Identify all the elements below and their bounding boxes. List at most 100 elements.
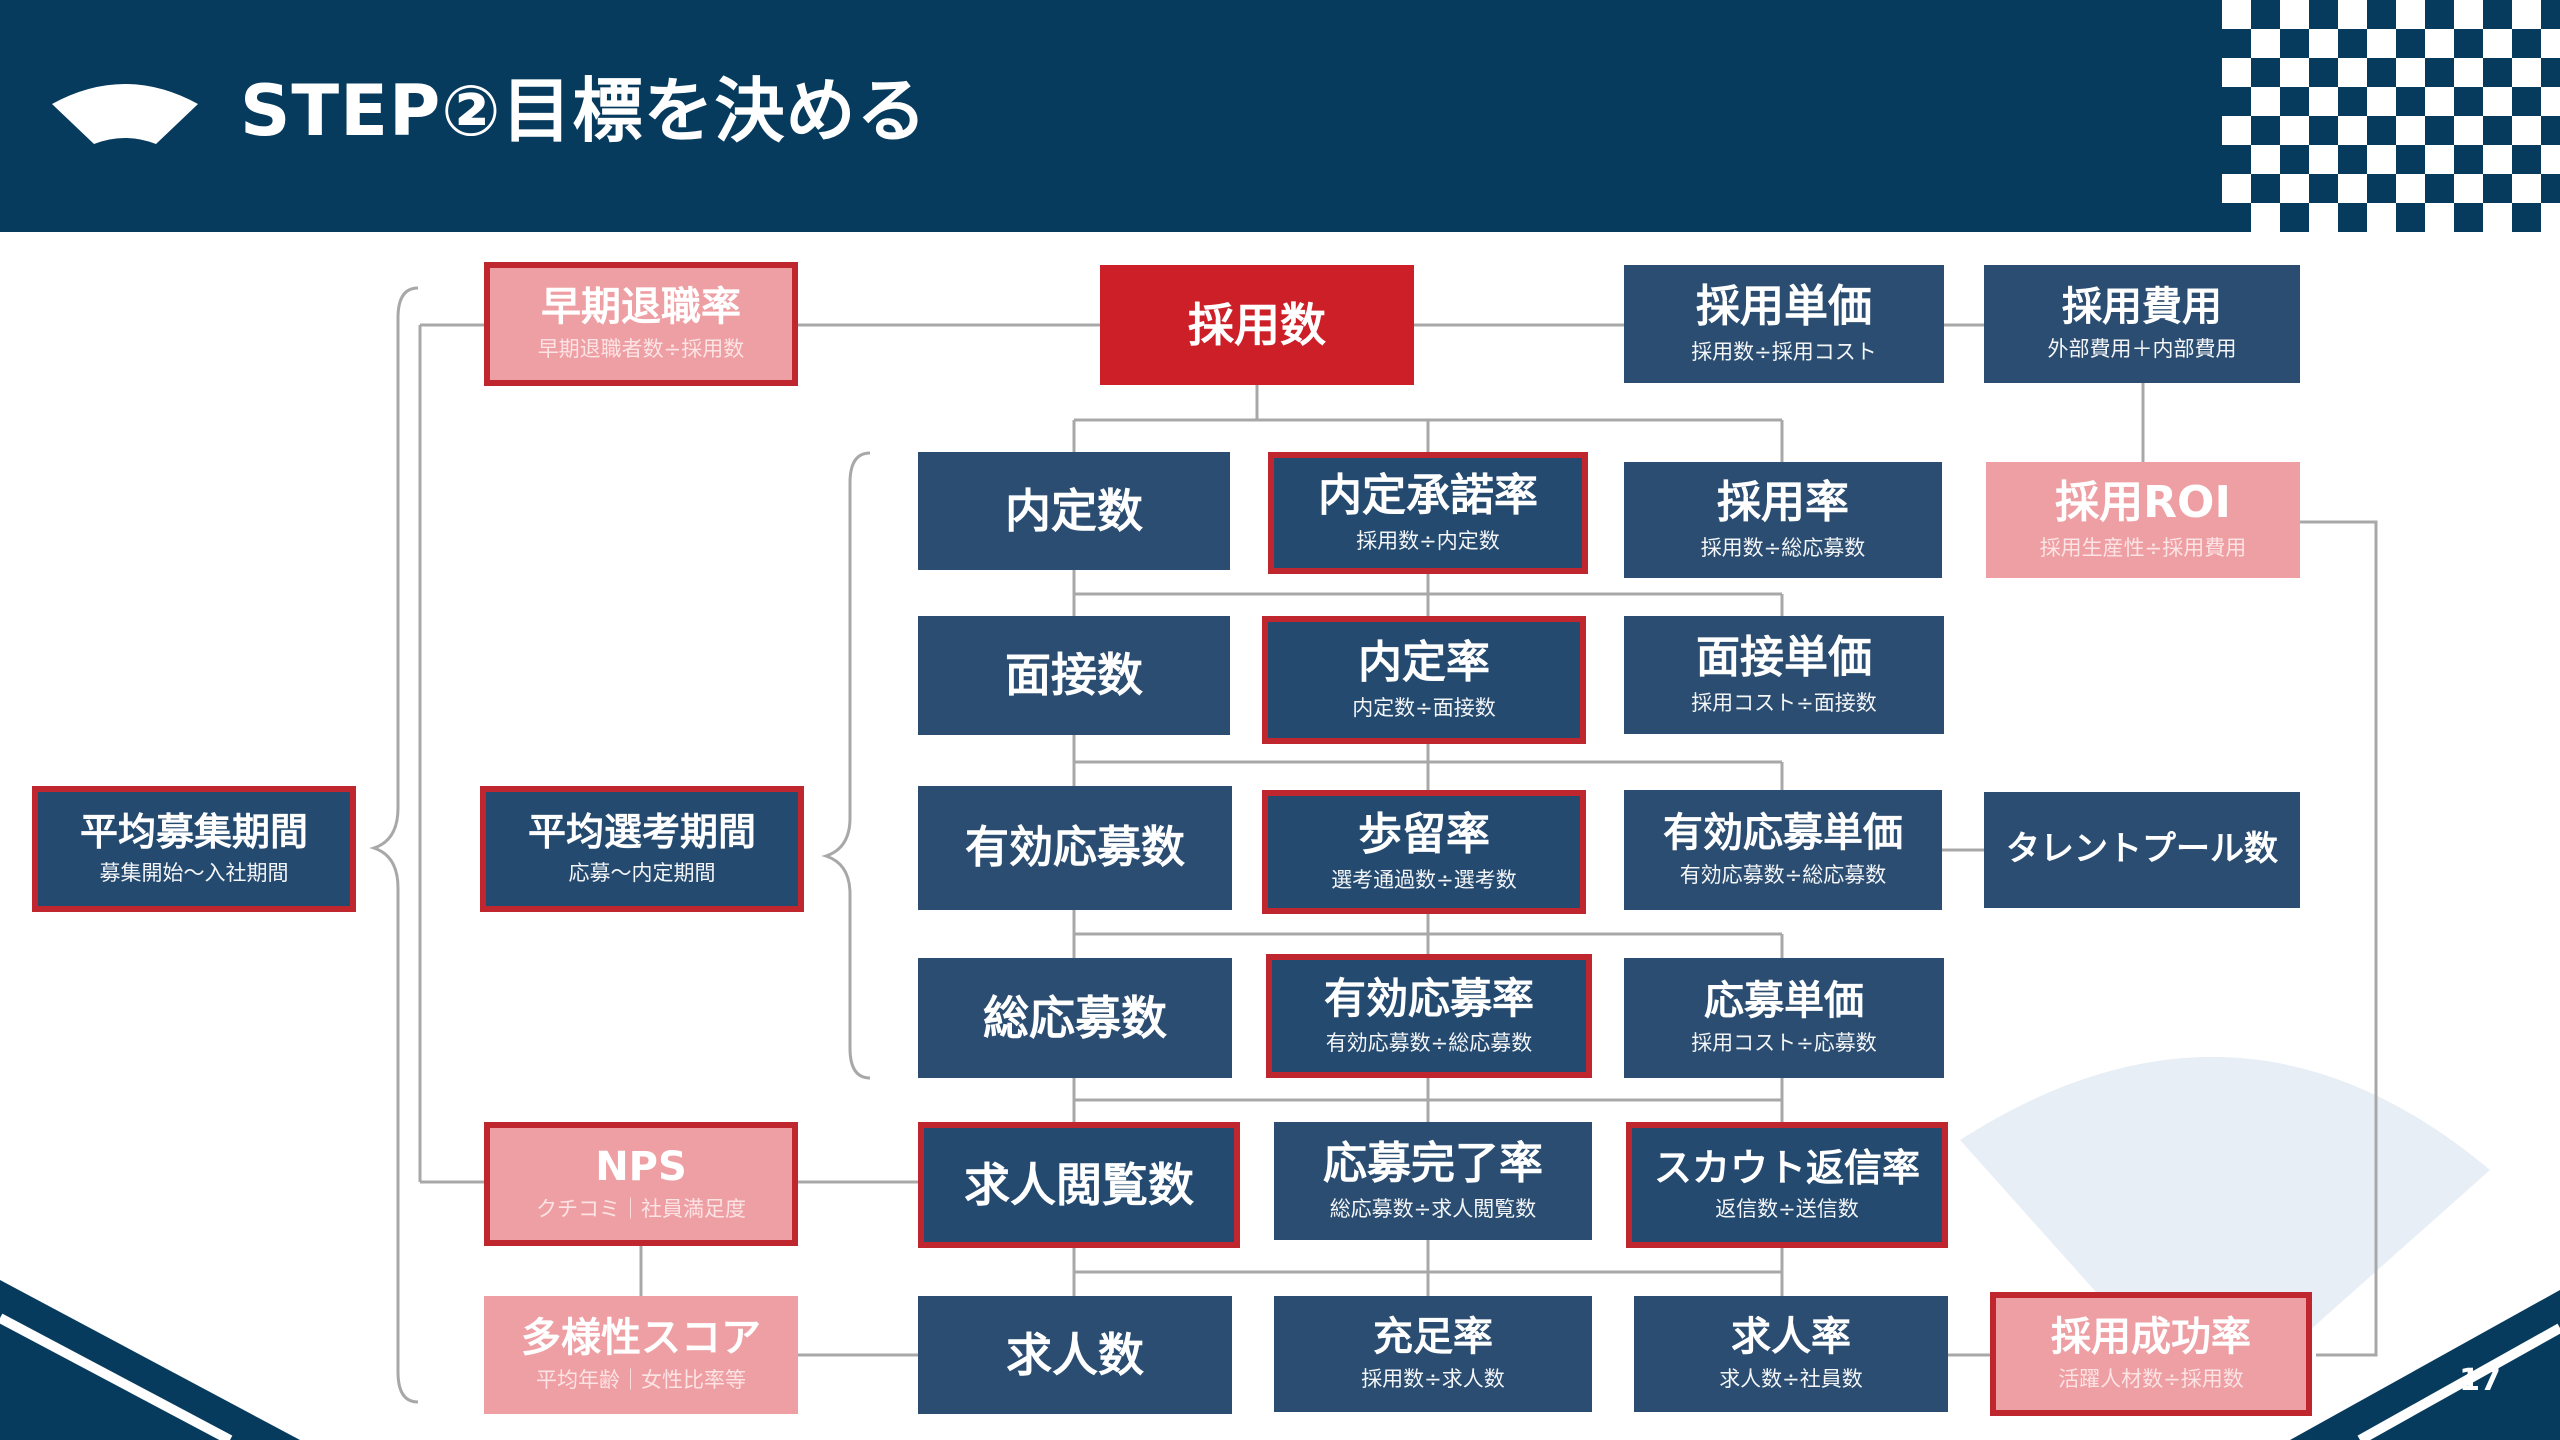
checker-cell <box>2338 174 2367 203</box>
checker-cell <box>2309 29 2338 58</box>
checker-cell <box>2280 58 2309 87</box>
node-job-views: 求人閲覧数 <box>918 1122 1240 1248</box>
page-title: STEP②目標を決める <box>240 70 928 152</box>
node-formula: 採用数÷総応募数 <box>1700 535 1866 560</box>
page-number: 17 <box>2459 1363 2501 1398</box>
checker-cell <box>2425 87 2454 116</box>
node-title: 内定承諾率 <box>1318 470 1538 522</box>
folding-fan-icon <box>52 84 198 144</box>
checker-cell <box>2454 116 2483 145</box>
node-formula: 外部費用＋内部費用 <box>2047 337 2237 362</box>
node-title: 平均募集期間 <box>79 809 308 854</box>
node-formula: 採用数÷求人数 <box>1361 1367 1505 1392</box>
node-title: タレントプール数 <box>2006 829 2278 870</box>
node-title: 充足率 <box>1373 1314 1493 1361</box>
node-offer-acceptance-rate: 内定承諾率 採用数÷内定数 <box>1268 452 1588 574</box>
node-avg-recruiting-period: 平均募集期間 募集開始～入社期間 <box>32 786 356 912</box>
node-valid-applications: 有効応募数 <box>918 786 1232 910</box>
node-title: 有効応募単価 <box>1663 810 1903 857</box>
node-formula: 求人数÷社員数 <box>1719 1367 1863 1392</box>
node-title: 内定数 <box>1005 483 1143 538</box>
node-formula: クチコミ｜社員満足度 <box>536 1197 746 1222</box>
checker-cell <box>2512 0 2541 29</box>
checker-cell <box>2251 87 2280 116</box>
node-title: 平均選考期間 <box>527 809 756 854</box>
checker-cell <box>2512 116 2541 145</box>
node-avg-selection-period: 平均選考期間 応募～内定期間 <box>480 786 804 912</box>
node-yield-rate: 歩留率 選考通過数÷選考数 <box>1262 790 1586 914</box>
node-interviews-count: 面接数 <box>918 616 1230 735</box>
checker-cell <box>2483 87 2512 116</box>
node-title: スカウト返信率 <box>1653 1145 1920 1190</box>
node-title: 採用率 <box>1717 477 1849 529</box>
node-formula: 内定数÷面接数 <box>1352 695 1496 720</box>
node-formula: 平均年齢｜女性比率等 <box>536 1368 746 1393</box>
checker-cell <box>2367 87 2396 116</box>
node-title: 採用数 <box>1188 297 1326 352</box>
checker-cell <box>2367 203 2396 232</box>
node-formula: 有効応募数÷総応募数 <box>1325 1030 1533 1055</box>
node-application-completion-rate: 応募完了率 総応募数÷求人閲覧数 <box>1274 1122 1592 1240</box>
checker-cell <box>2425 203 2454 232</box>
node-cost-per-valid-application: 有効応募単価 有効応募数÷総応募数 <box>1624 790 1942 910</box>
checker-cell <box>2541 203 2560 232</box>
node-cost-per-application: 応募単価 採用コスト÷応募数 <box>1624 958 1944 1078</box>
checker-cell <box>2396 58 2425 87</box>
node-formula: 返信数÷送信数 <box>1715 1197 1859 1222</box>
checker-cell <box>2338 0 2367 29</box>
node-early-turnover-rate: 早期退職率 早期退職者数÷採用数 <box>484 262 798 386</box>
checker-cell <box>2541 29 2560 58</box>
node-diversity-score: 多様性スコア 平均年齢｜女性比率等 <box>484 1296 798 1414</box>
node-title: 有効応募数 <box>965 821 1185 873</box>
checker-cell <box>2251 203 2280 232</box>
node-hiring-success-rate: 採用成功率 活躍人材数÷採用数 <box>1990 1292 2312 1416</box>
node-cost-per-hire: 採用単価 採用数÷採用コスト <box>1624 265 1944 383</box>
checker-cell <box>2251 29 2280 58</box>
checker-cell <box>2280 0 2309 29</box>
node-title: 面接数 <box>1005 648 1143 703</box>
node-title: 早期退職率 <box>541 284 741 331</box>
node-hires-count: 採用数 <box>1100 265 1414 385</box>
node-formula: 有効応募数÷総応募数 <box>1679 863 1887 888</box>
node-title: 歩留率 <box>1358 809 1490 861</box>
node-title: 有効応募率 <box>1323 974 1534 1024</box>
checker-cell <box>2425 145 2454 174</box>
node-formula: 採用コスト÷面接数 <box>1691 690 1877 715</box>
header-bar: STEP②目標を決める <box>0 0 2560 232</box>
checker-cell <box>2483 145 2512 174</box>
node-scout-reply-rate: スカウト返信率 返信数÷送信数 <box>1626 1122 1948 1248</box>
checker-cell <box>2425 29 2454 58</box>
node-nps: NPS クチコミ｜社員満足度 <box>484 1122 798 1246</box>
node-fill-rate: 充足率 採用数÷求人数 <box>1274 1296 1592 1412</box>
node-formula: 採用コスト÷応募数 <box>1691 1031 1877 1056</box>
checker-cell <box>2541 87 2560 116</box>
checker-cell <box>2396 174 2425 203</box>
checker-cell <box>2454 0 2483 29</box>
checker-cell <box>2251 145 2280 174</box>
checker-cell <box>2222 0 2251 29</box>
node-title: 応募単価 <box>1704 978 1864 1025</box>
checker-cell <box>2454 58 2483 87</box>
node-title: 求人閲覧数 <box>964 1157 1194 1212</box>
node-valid-application-rate: 有効応募率 有効応募数÷総応募数 <box>1266 954 1592 1078</box>
checker-cell <box>2338 58 2367 87</box>
checker-cell <box>2280 116 2309 145</box>
checker-cell <box>2222 116 2251 145</box>
node-title: 応募完了率 <box>1323 1138 1543 1190</box>
checker-cell <box>2483 29 2512 58</box>
checker-cell <box>2483 203 2512 232</box>
node-title: 採用ROI <box>2055 477 2231 529</box>
node-title: NPS <box>595 1144 687 1191</box>
checker-cell <box>2222 58 2251 87</box>
checker-cell <box>2280 174 2309 203</box>
node-formula: 募集開始～入社期間 <box>99 861 289 886</box>
node-job-openings: 求人数 <box>918 1296 1232 1414</box>
checker-cell <box>2512 174 2541 203</box>
node-offer-rate: 内定率 内定数÷面接数 <box>1262 616 1586 744</box>
node-hire-rate: 採用率 採用数÷総応募数 <box>1624 462 1942 578</box>
checker-cell <box>2454 174 2483 203</box>
node-formula: 総応募数÷求人閲覧数 <box>1329 1196 1537 1221</box>
